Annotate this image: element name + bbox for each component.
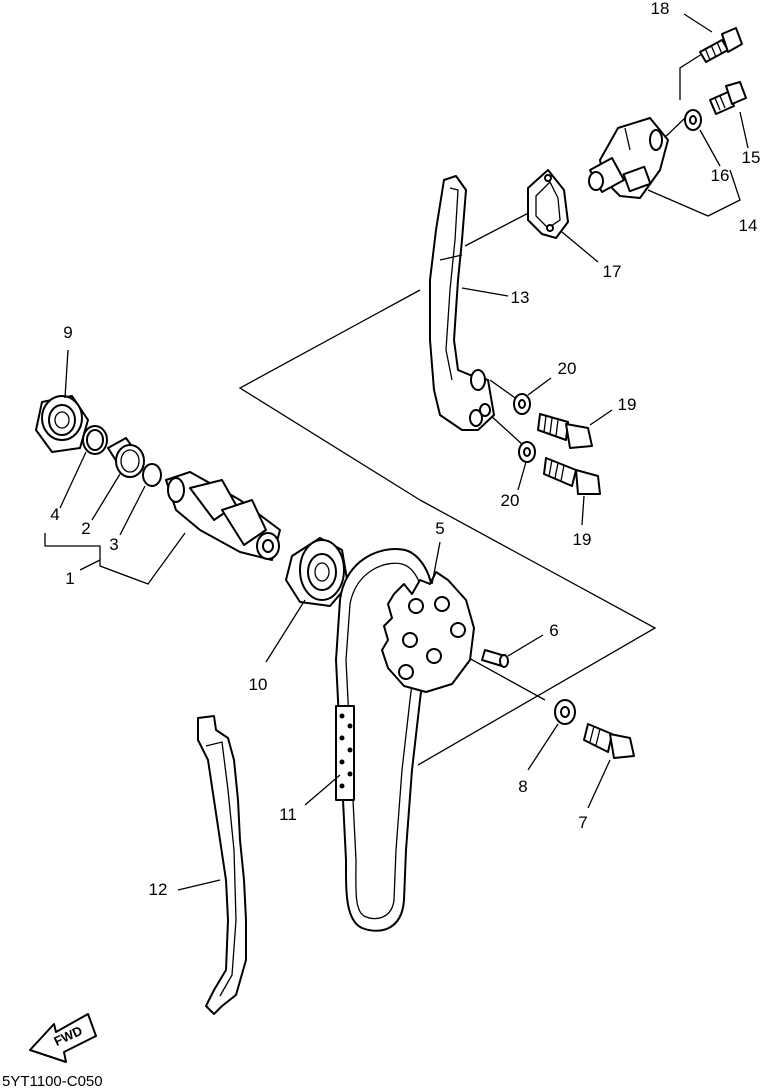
washer-part-20-lower <box>518 441 536 463</box>
callout-15: 15 <box>742 148 761 167</box>
pin-part-6 <box>481 649 509 668</box>
bolt-part-15 <box>709 81 747 115</box>
callout-17: 17 <box>603 262 622 281</box>
callout-labels: 1 2 3 4 5 6 7 8 9 10 11 12 13 14 15 16 1… <box>50 0 760 899</box>
callout-6: 6 <box>549 621 558 640</box>
bolt-part-7 <box>583 723 635 759</box>
bearing-part-9 <box>35 395 89 453</box>
callout-4: 4 <box>50 505 59 524</box>
callout-5: 5 <box>435 519 444 538</box>
chain-guide-part-12 <box>197 715 247 1015</box>
callout-1: 1 <box>65 569 74 588</box>
bolt-part-19-upper <box>537 413 593 449</box>
sleeve-part-2 <box>107 437 145 478</box>
washer-part-20-upper <box>513 393 531 415</box>
washer-part-16 <box>684 109 702 131</box>
callout-20-upper: 20 <box>558 359 577 378</box>
leader-lines <box>44 13 749 891</box>
bolt-part-18 <box>699 27 743 63</box>
callout-3: 3 <box>109 535 118 554</box>
diagram-code: 5YT1100-C050 <box>2 1073 103 1089</box>
callout-16: 16 <box>711 166 730 185</box>
chain-guide-part-13 <box>429 175 495 431</box>
callout-14: 14 <box>739 216 758 235</box>
fwd-arrow-icon: FWD <box>29 1013 97 1063</box>
camshaft-part-1 <box>165 471 281 561</box>
callout-20-lower: 20 <box>501 491 520 510</box>
callout-11: 11 <box>279 805 297 824</box>
callout-18: 18 <box>651 0 670 18</box>
callout-19-lower: 19 <box>573 530 592 549</box>
callout-7: 7 <box>578 813 587 832</box>
callout-10: 10 <box>249 675 268 694</box>
washer-part-8 <box>554 699 576 725</box>
callout-2: 2 <box>81 519 90 538</box>
circlip-part-4 <box>82 425 108 455</box>
callout-8: 8 <box>518 777 527 796</box>
tensioner-assembly-part-14 <box>588 117 669 199</box>
gasket-part-17 <box>527 169 569 239</box>
bearing-part-10 <box>285 537 349 607</box>
callout-9: 9 <box>63 323 72 342</box>
callout-19-upper: 19 <box>618 395 637 414</box>
callout-12: 12 <box>149 880 168 899</box>
sprocket-part-5 <box>381 571 475 693</box>
callout-13: 13 <box>511 288 530 307</box>
bolt-part-19-lower <box>543 457 601 495</box>
o-ring-part-3 <box>142 463 162 487</box>
